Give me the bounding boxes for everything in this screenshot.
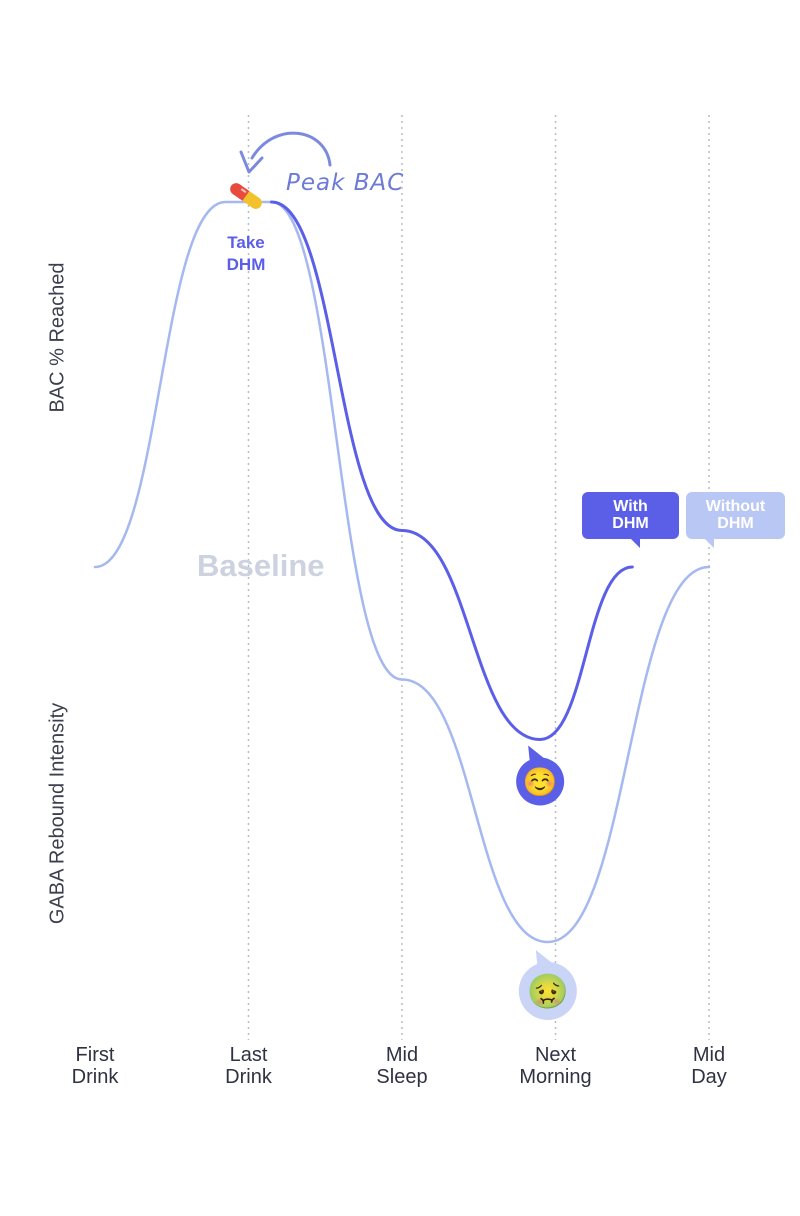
- svg-text:☺️: ☺️: [523, 766, 558, 799]
- take-dhm-line2: DHM: [226, 255, 266, 274]
- series-layer: [93, 200, 711, 944]
- series-line-with: [270, 200, 634, 742]
- nauseated-emoji-icon: 🤢: [518, 950, 577, 1020]
- y-axis-title-bottom: GABA Rebound Intensity: [46, 702, 69, 925]
- curved-arrow-icon: [239, 131, 332, 174]
- with-dhm-bubble: With DHM: [582, 492, 679, 548]
- grid-lines: [247, 115, 710, 1040]
- markers: 🤢 ☺️: [516, 745, 577, 1020]
- baseline-label: Baseline: [197, 548, 325, 583]
- peak-bac-label: Peak BAC: [286, 170, 405, 196]
- smile-emoji-icon: ☺️: [516, 745, 565, 806]
- without-dhm-line1: Without: [705, 498, 766, 515]
- with-dhm-line2: DHM: [612, 515, 649, 532]
- without-dhm-line2: DHM: [717, 515, 754, 532]
- y-axis-title-top: BAC % Reached: [46, 262, 69, 413]
- pill-icon: [230, 183, 262, 209]
- with-dhm-line1: With: [613, 498, 648, 515]
- without-dhm-bubble: Without DHM: [686, 492, 785, 548]
- take-dhm-label: Take DHM: [206, 232, 286, 276]
- series-line-without: [93, 200, 711, 944]
- svg-text:🤢: 🤢: [527, 972, 569, 1012]
- take-dhm-line1: Take: [227, 233, 265, 252]
